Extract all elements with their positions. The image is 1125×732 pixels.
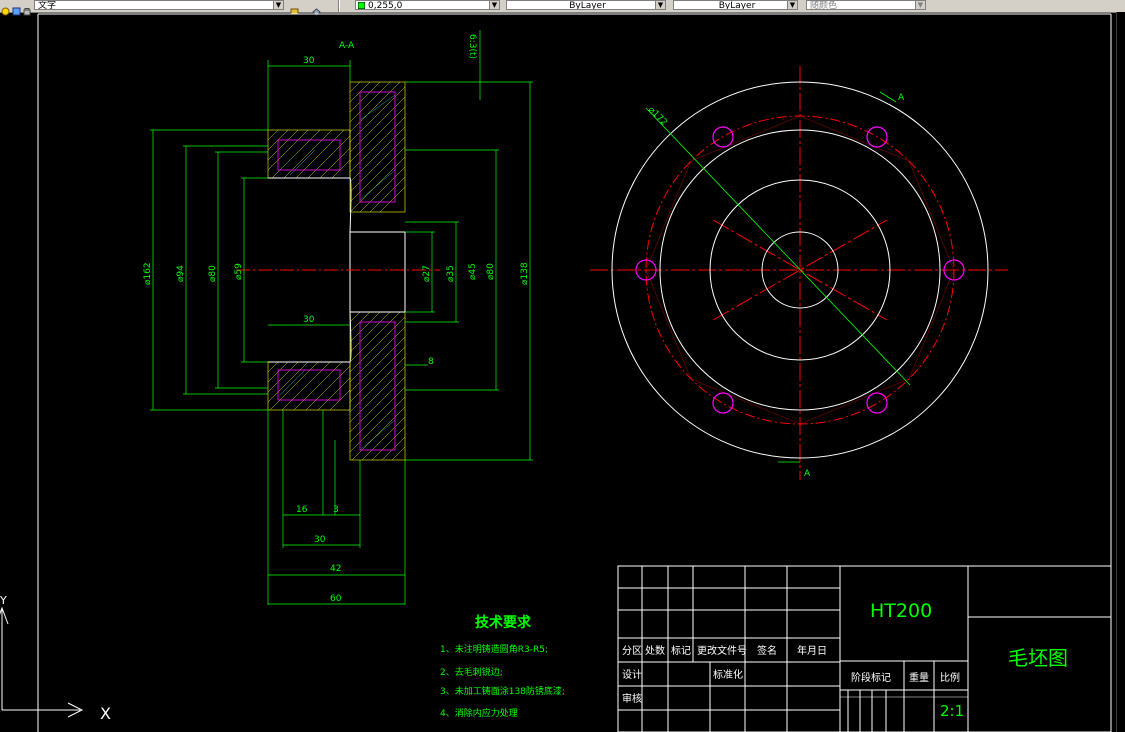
section-dimension-lines [150,30,533,605]
header-cell: 标记 [671,645,691,657]
section-magenta-edges [277,91,396,451]
design-label: 设计 [622,668,642,681]
toolbar-separator [338,0,340,12]
vertical-scrollbar[interactable] [1116,12,1125,732]
front-centerlines [590,66,1008,480]
color-select[interactable]: 0,255,0 ▼ [355,0,500,10]
make-layer-current-icon[interactable] [290,1,299,15]
tech-item: 4、消除内应力处理 [440,707,518,719]
front-outlines [611,81,989,459]
chevron-down-icon[interactable]: ▼ [489,1,499,9]
dim-text: ⌀94 [176,265,186,282]
chevron-down-icon[interactable]: ▼ [787,1,797,9]
header-cell: 处数 [645,644,665,657]
tech-title: 技术要求 [475,614,532,631]
dim-text: ⌀162 [143,262,153,285]
dim-text: 42 [330,564,341,574]
header-cell: 更改文件号 [697,644,747,657]
tech-requirements: 技术要求 1、未注明铸造圆角R3-R5; 2、去毛刺锐边; 3、未加工铸面涂13… [440,614,565,719]
dim-text: ⌀35 [446,265,456,282]
standardization-label: 标准化 [713,668,743,681]
color-swatch-icon [358,2,365,9]
dim-text: 30 [303,56,315,66]
ucs-icon: X Y [0,594,111,723]
section-hatch-fill [267,81,406,461]
dim-text: ⌀80 [208,265,218,282]
title-block-text: HT200 毛坯图 分区 处数 标记 更改文件号 签名 年月日 设计 标准化 审… [622,600,1068,720]
weight-label: 重量 [909,671,929,684]
dim-text: 8 [428,357,434,367]
dim-text: ⌀172 [646,105,669,128]
front-dimension [645,91,911,463]
lineweight-select[interactable]: ByLayer ▼ [673,0,798,10]
dim-text: 30 [303,315,315,325]
dim-text: 6:3(t) [467,34,477,59]
scale-label: 比例 [940,671,960,684]
drawing-frame [37,13,1112,732]
layer-previous-icon[interactable] [312,1,321,16]
properties-toolbar: 文字 ▼ 0,255,0 ▼ ByLayer ▼ ByLayer ▼ 随颜色 ▼ [0,0,1125,16]
layer-bulb-icon[interactable] [1,1,10,16]
bolt-holes [635,126,965,414]
tech-item: 3、未加工铸面涂138防锈底漆; [440,685,565,697]
chevron-down-icon[interactable]: ▼ [655,1,665,9]
tech-item: 1、未注明铸造圆角R3-R5; [440,643,548,655]
drawing-name: 毛坯图 [1008,646,1068,670]
stage-mark-label: 阶段标记 [851,671,891,684]
dim-text: ⌀59 [234,263,244,280]
dim-text: ⌀80 [486,263,496,280]
title-block [617,565,1112,732]
header-cell: 签名 [757,644,777,657]
front-view: ⌀172 A A [590,66,1008,480]
dim-text: ⌀27 [422,265,432,282]
ucs-x-label: X [100,704,111,723]
scale-value: 2:1 [940,702,964,720]
dim-text: 3 [333,505,339,515]
tech-item: 2、去毛刺锐边; [440,666,503,678]
cut-plane-label: A [804,469,811,479]
dim-text: 16 [296,505,308,515]
dim-text: ⌀138 [520,262,530,285]
cut-plane-label: A [898,93,905,103]
plot-style-select[interactable]: 随颜色 ▼ [806,0,926,10]
section-dimension-text: A-A 30 6:3(t) ⌀162 ⌀94 ⌀80 ⌀59 30 ⌀27 ⌀3… [143,34,530,604]
section-label: A-A [339,41,355,51]
dim-text: ⌀45 [468,263,478,280]
section-view: A-A 30 6:3(t) ⌀162 ⌀94 ⌀80 ⌀59 30 ⌀27 ⌀3… [143,30,533,605]
layer-state-icon[interactable] [12,1,21,16]
chevron-down-icon[interactable]: ▼ [915,1,925,9]
text-style-select[interactable]: 文字 ▼ [34,0,284,10]
chevron-down-icon[interactable]: ▼ [273,1,283,9]
section-inner-hatch [279,94,396,451]
linetype-select[interactable]: ByLayer ▼ [506,0,666,10]
review-label: 审核 [622,692,642,705]
front-red-polygon [645,115,955,425]
section-outline [268,177,406,363]
drawing-canvas[interactable]: A-A 30 6:3(t) ⌀162 ⌀94 ⌀80 ⌀59 30 ⌀27 ⌀3… [0,12,1116,732]
header-cell: 年月日 [797,644,827,657]
ucs-y-label: Y [0,594,7,607]
dim-text: 30 [314,535,326,545]
material-label: HT200 [870,600,932,622]
dim-text: 60 [330,594,342,604]
layer-lock-icon[interactable] [23,1,32,16]
header-cell: 分区 [622,645,642,657]
